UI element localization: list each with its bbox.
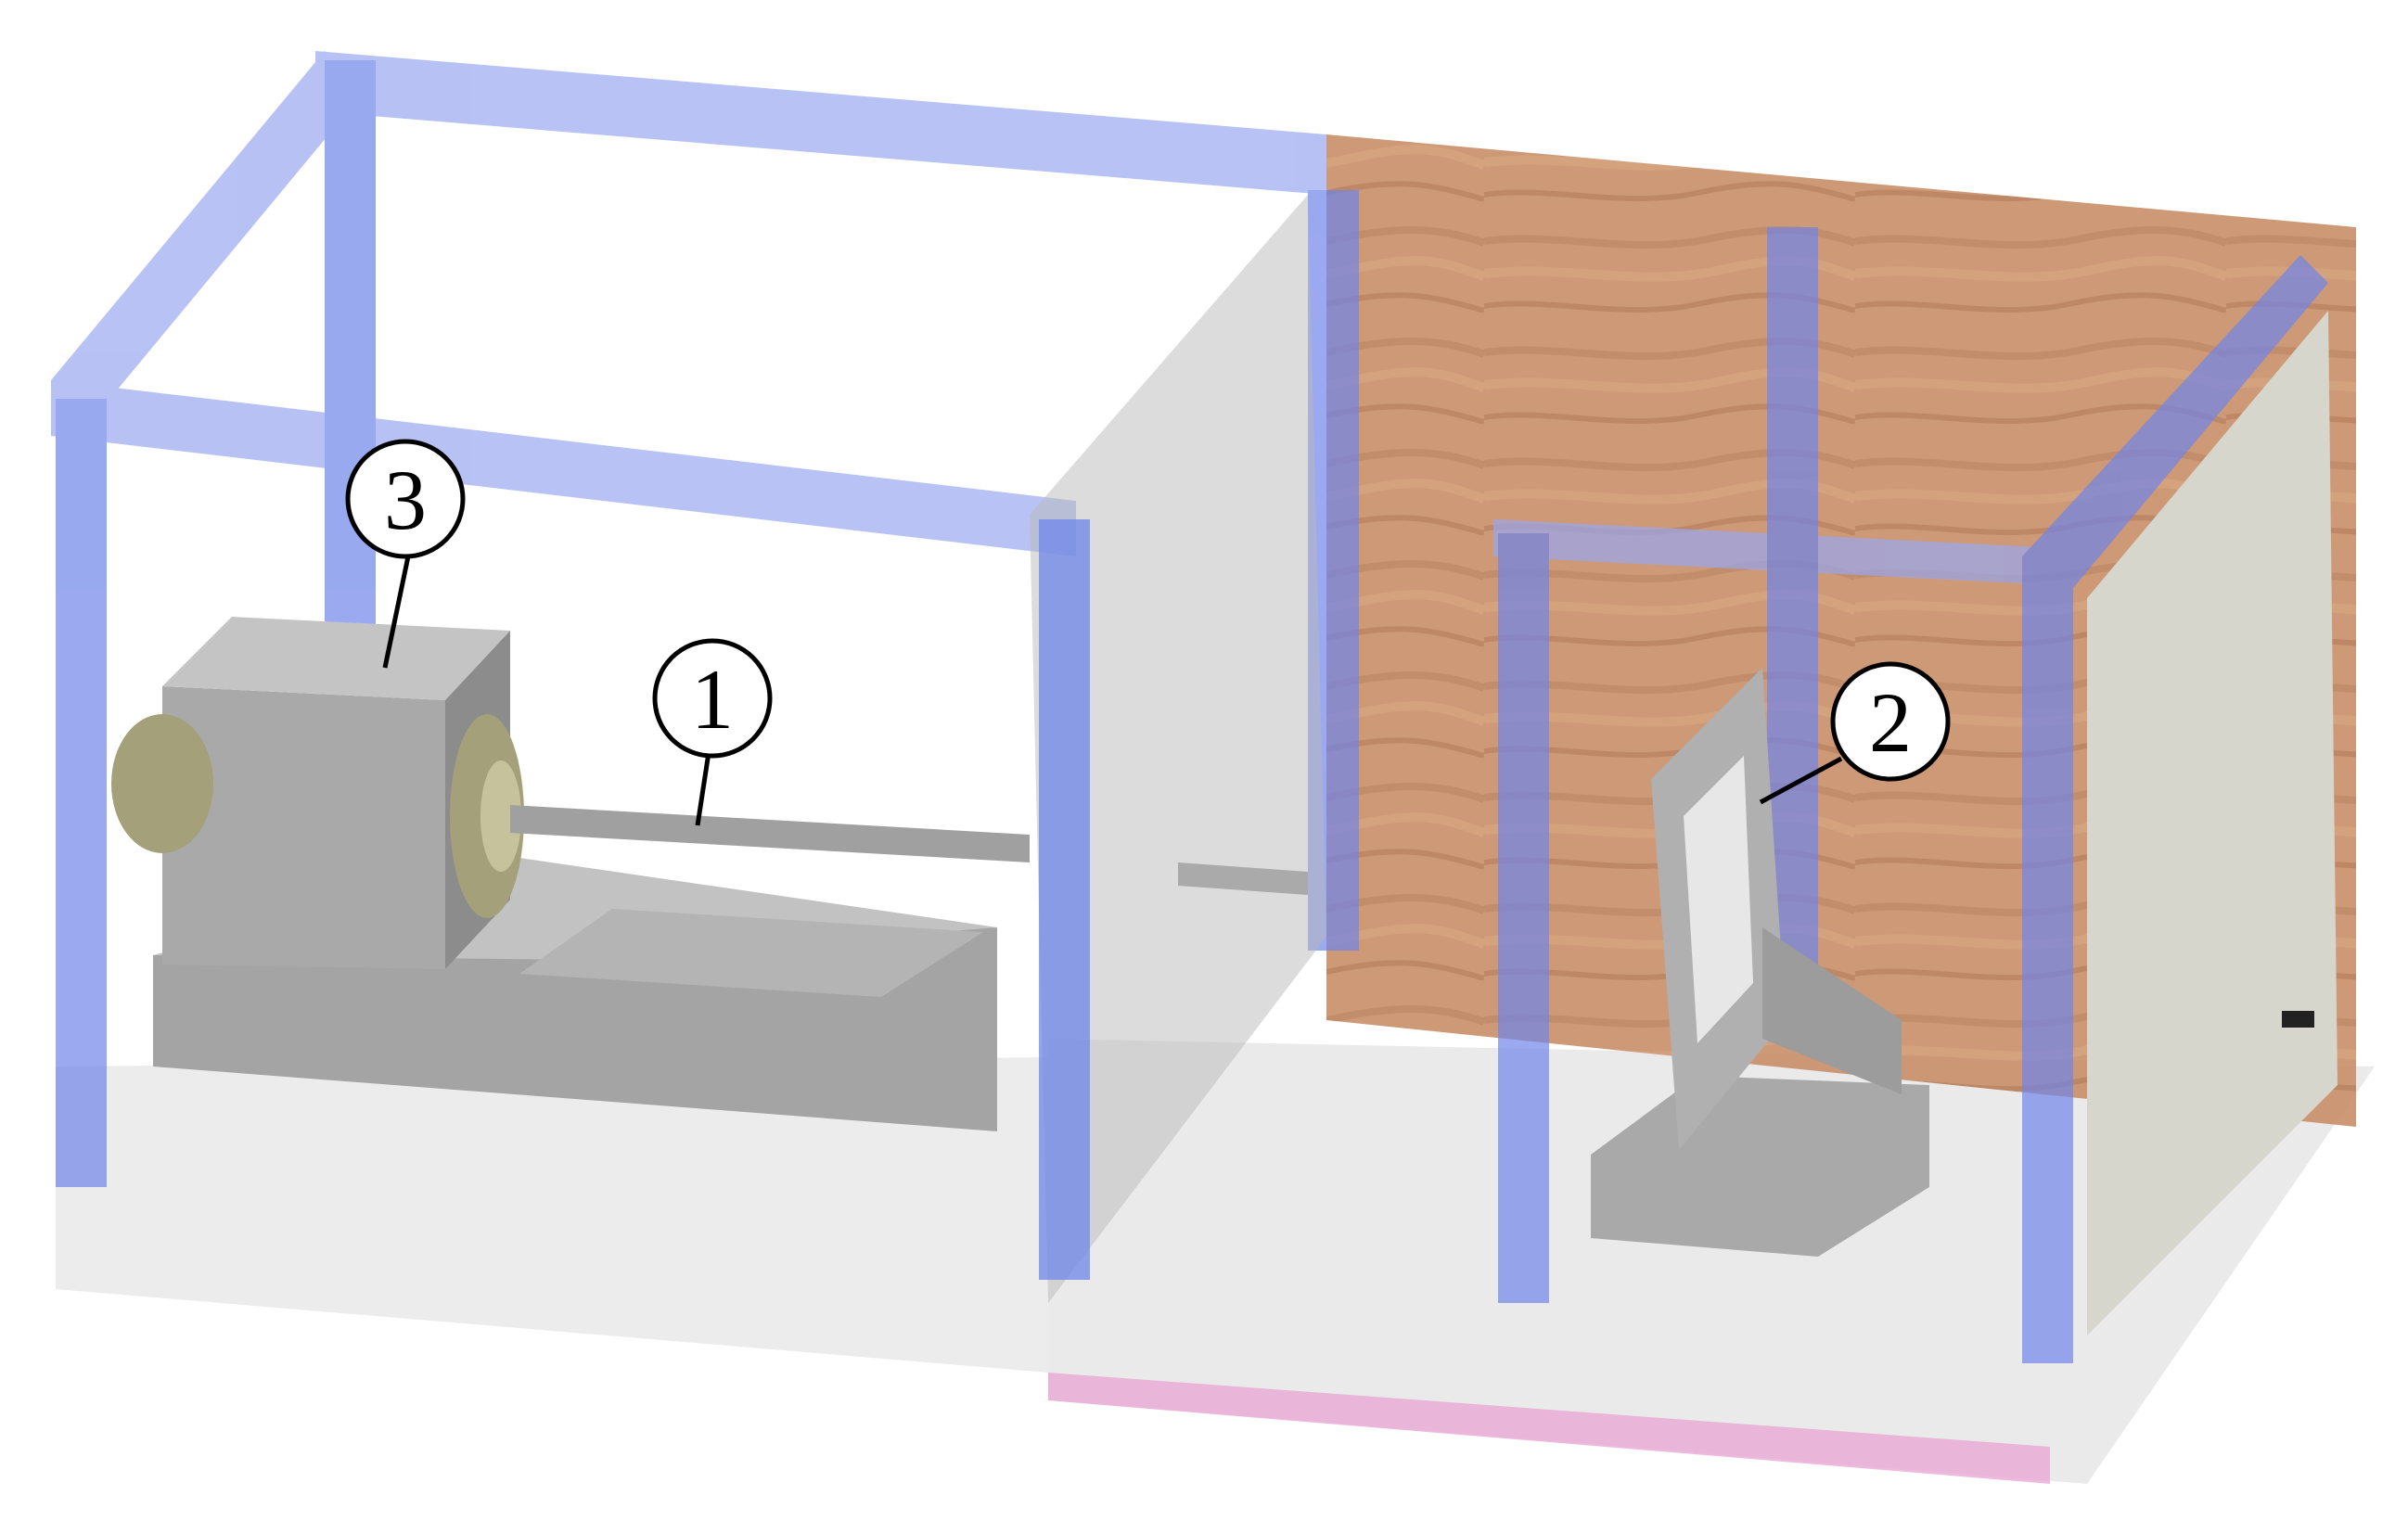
motor-end-cap <box>111 714 213 853</box>
callout-leaders <box>382 556 1843 826</box>
post-right-front <box>1498 533 1549 1303</box>
leader-2 <box>1759 756 1843 805</box>
specimen-fixture <box>1591 668 1929 1257</box>
post-far-right <box>2022 556 2073 1363</box>
fixture-window <box>1684 756 1753 1043</box>
gray-panel-wall <box>1030 195 1326 1303</box>
callout-2-circle <box>1830 661 1951 782</box>
door-handle <box>2282 1011 2314 1028</box>
post-front-mid <box>1039 519 1090 1280</box>
leader-1 <box>695 746 712 826</box>
callout-3-circle <box>345 439 466 559</box>
post-front-left <box>56 399 107 1187</box>
callout-1-label: 1 <box>691 652 734 747</box>
motor-housing-front <box>162 686 445 969</box>
fixture-gusset <box>1762 927 1902 1094</box>
callout-3: 3 <box>345 439 466 559</box>
callout-3-label: 3 <box>384 453 427 547</box>
side-beam-left <box>51 51 371 408</box>
callout-2: 2 <box>1830 661 1951 782</box>
callout-1-circle <box>652 638 773 759</box>
slide-rail <box>519 909 983 997</box>
shaft-body <box>510 805 1030 862</box>
leader-3 <box>382 556 411 669</box>
left-floor-slab <box>56 1057 1048 1373</box>
callout-2-label: 2 <box>1869 675 1912 770</box>
far-right-beam <box>2022 255 2328 594</box>
floor-pink-strip <box>1048 1373 2050 1484</box>
fixture-base <box>1591 1076 1929 1257</box>
right-door-panel <box>2087 311 2338 1335</box>
right-frame <box>1493 227 2328 1363</box>
top-beam-back <box>315 51 1326 195</box>
callout-1: 1 <box>652 638 773 759</box>
motor-flange-inner <box>480 760 521 872</box>
post-back-left <box>325 60 376 654</box>
motor-housing-top <box>162 617 510 700</box>
left-frame <box>51 51 1359 1187</box>
motor-assembly <box>111 617 997 1131</box>
top-beam-front <box>51 380 1076 556</box>
